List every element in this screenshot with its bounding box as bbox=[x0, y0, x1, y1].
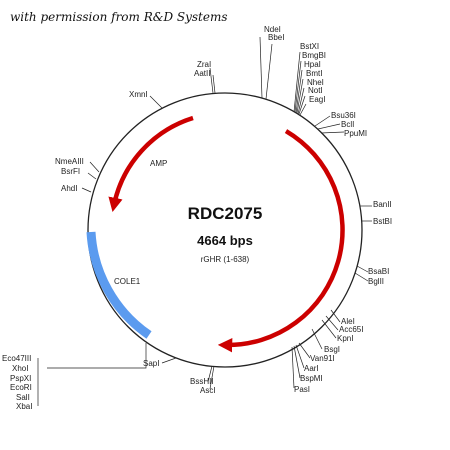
site-label-alei: AleI bbox=[341, 317, 355, 326]
site-label-sapi: SapI bbox=[143, 359, 159, 368]
site-label-bstbi: BstBI bbox=[373, 217, 392, 226]
amp-label: AMP bbox=[150, 159, 167, 168]
site-label-xbai: XbaI bbox=[16, 402, 32, 411]
site-label-zrai: ZraI bbox=[197, 60, 211, 69]
site-label-pspxi: PspXI bbox=[10, 374, 31, 383]
plasmid-backbone bbox=[87, 92, 363, 368]
plasmid-name: RDC2075 bbox=[188, 204, 263, 223]
site-label-banii: BanII bbox=[373, 200, 392, 209]
site-label-bstxi: BstXI bbox=[300, 42, 319, 51]
site-label-kpni: KpnI bbox=[337, 334, 353, 343]
credit-text: with permission from R&D Systems bbox=[10, 10, 228, 24]
site-label-asci: AscI bbox=[200, 386, 216, 395]
site-label-bbei: BbeI bbox=[268, 33, 284, 42]
site-label-noti: NotI bbox=[308, 86, 323, 95]
cole1-label: COLE1 bbox=[114, 277, 141, 286]
site-label-bmgbi: BmgBI bbox=[302, 51, 326, 60]
site-label-bsshii: BssHII bbox=[190, 377, 214, 386]
insert-label: rGHR (1-638) bbox=[201, 255, 250, 264]
site-label-van91i: Van91I bbox=[310, 354, 335, 363]
site-label-xhoi: XhoI bbox=[12, 364, 28, 373]
site-label-bcli: BclI bbox=[341, 120, 354, 129]
site-label-hpai: HpaI bbox=[304, 60, 321, 69]
site-label-bsrfi: BsrFI bbox=[61, 167, 80, 176]
site-label-eco47iii: Eco47III bbox=[2, 354, 31, 363]
site-label-bspmi: BspMI bbox=[300, 374, 323, 383]
site-label-bsgi: BsgI bbox=[324, 345, 340, 354]
site-label-pasi: PasI bbox=[294, 385, 310, 394]
site-label-ppumi: PpuMI bbox=[344, 129, 367, 138]
site-label-acc65i: Acc65I bbox=[339, 325, 363, 334]
site-label-bsabi: BsaBI bbox=[368, 267, 389, 276]
site-label-nhei: NheI bbox=[307, 78, 324, 87]
site-label-aatii: AatII bbox=[194, 69, 210, 78]
site-label-bglii: BglII bbox=[368, 277, 384, 286]
site-label-eagi: EagI bbox=[309, 95, 325, 104]
amp-arrow bbox=[108, 115, 194, 213]
site-label-bmti: BmtI bbox=[306, 69, 322, 78]
insert-arrow bbox=[217, 129, 345, 353]
site-label-xmni: XmnI bbox=[129, 90, 148, 99]
site-label-nmeaiii: NmeAIII bbox=[55, 157, 84, 166]
site-label-ecori: EcoRI bbox=[10, 383, 32, 392]
site-label-ndei: NdeI bbox=[264, 25, 281, 34]
plasmid-size: 4664 bps bbox=[197, 233, 253, 248]
site-label-ahdi: AhdI bbox=[61, 184, 77, 193]
site-label-aari: AarI bbox=[304, 364, 319, 373]
site-leader-lines bbox=[37, 36, 372, 406]
site-label-bsu36i: Bsu36I bbox=[331, 111, 356, 120]
cole1-origin-arc bbox=[86, 231, 152, 339]
site-label-sali: SalI bbox=[16, 393, 30, 402]
